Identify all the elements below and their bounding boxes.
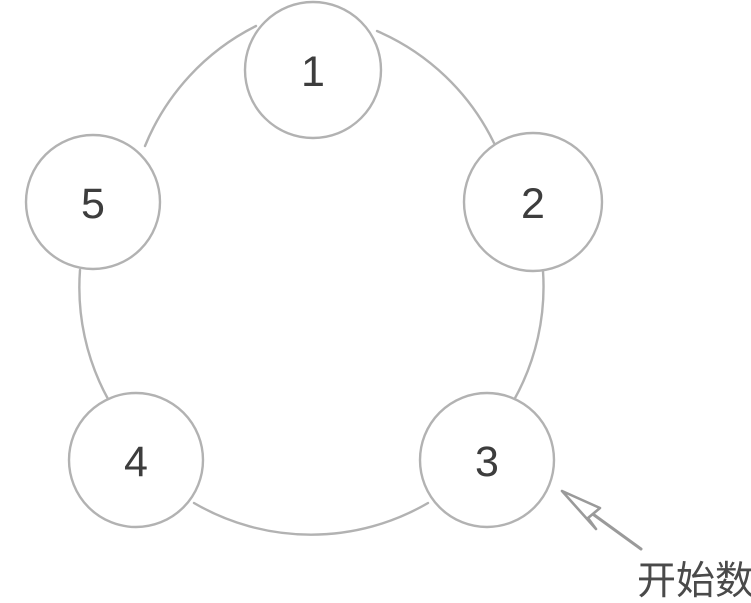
node-2-circle[interactable] [462, 131, 604, 273]
connector-3-to-4 [192, 501, 430, 536]
node-1[interactable]: 1 [243, 0, 383, 140]
connector-1-to-2 [375, 29, 496, 145]
node-2-label: 2 [521, 180, 545, 228]
node-1-circle[interactable] [243, 0, 383, 140]
connector-2-to-3 [512, 269, 545, 402]
arrow-shaft [588, 510, 643, 551]
node-2[interactable]: 2 [462, 131, 604, 273]
node-3-label: 3 [475, 438, 499, 486]
start-annotation-arrow [560, 489, 643, 551]
node-5-label: 5 [81, 180, 105, 228]
connector-4-to-5 [78, 268, 110, 401]
node-4-label: 4 [124, 438, 148, 486]
node-5[interactable]: 5 [24, 133, 162, 271]
node-4[interactable]: 4 [67, 391, 205, 529]
node-5-circle[interactable] [24, 133, 162, 271]
ring-connectors [78, 24, 545, 536]
connector-5-to-1 [143, 24, 258, 148]
start-annotation-label: 开始数 [637, 559, 751, 603]
node-1-label: 1 [301, 48, 325, 96]
node-4-circle[interactable] [67, 391, 205, 529]
arrow-head-icon [560, 489, 602, 531]
node-3-circle[interactable] [418, 391, 556, 529]
node-3[interactable]: 3 [418, 391, 556, 529]
ring-nodes: 1 2 3 4 5 [24, 0, 604, 529]
